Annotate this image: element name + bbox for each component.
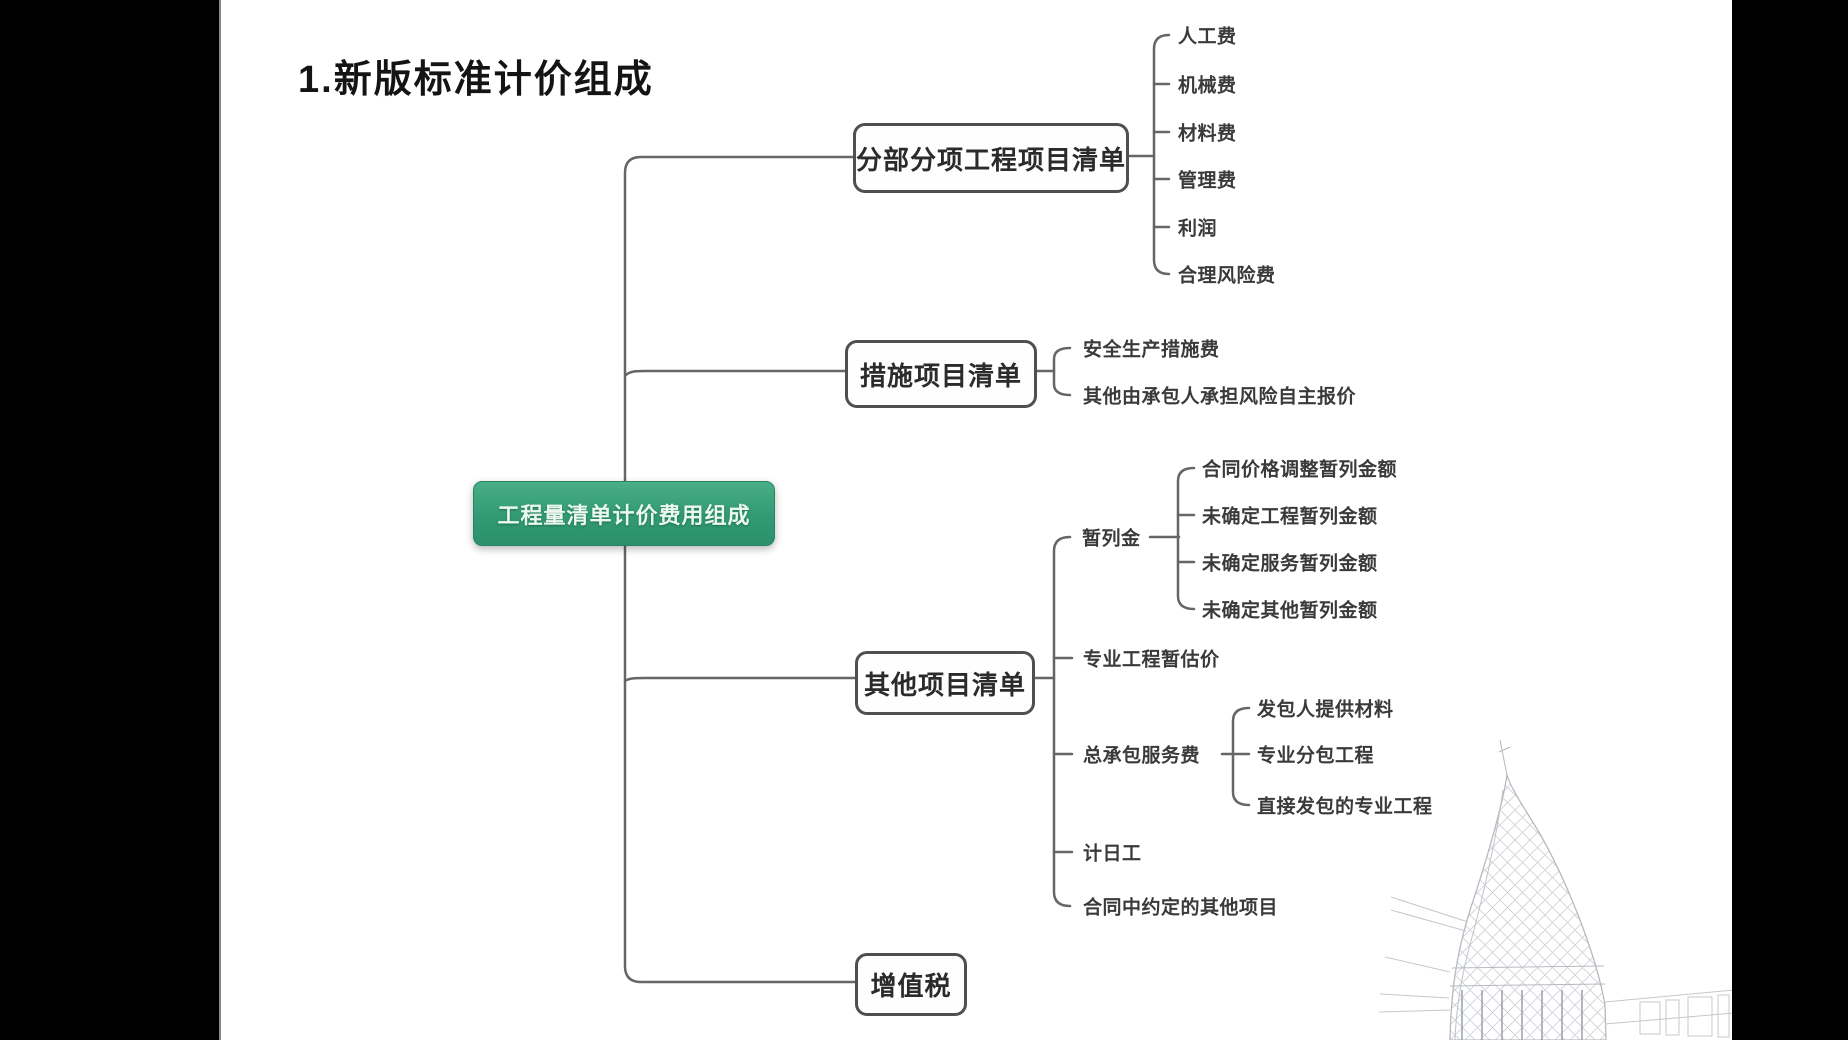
node-provisional-sum: 暂列金: [1082, 528, 1141, 550]
node-other-project-list: 其他项目清单: [855, 651, 1035, 715]
node-profit: 利润: [1178, 218, 1218, 240]
letterbox-right: [1732, 0, 1848, 1040]
node-other-contract-agreed-items: 合同中约定的其他项目: [1083, 897, 1279, 919]
node-safety-production-measure-fee: 安全生产措施费: [1083, 339, 1220, 361]
page-title: 1.新版标准计价组成: [298, 59, 654, 101]
node-employer-provided-materials: 发包人提供材料: [1257, 699, 1394, 721]
node-direct-award-professional-work: 直接发包的专业工程: [1257, 796, 1433, 818]
node-labor-fee: 人工费: [1178, 26, 1237, 48]
node-daywork: 计日工: [1083, 843, 1142, 865]
node-professional-subcontract-work: 专业分包工程: [1257, 745, 1375, 767]
node-subsection-project-list: 分部分项工程项目清单: [853, 123, 1129, 193]
building-sketch: [1378, 739, 1735, 1040]
node-management-fee: 管理费: [1178, 170, 1237, 192]
letterbox-left: [0, 0, 219, 1040]
root-node-bill-pricing-composition: 工程量清单计价费用组成: [473, 481, 775, 546]
node-undetermined-project-sum: 未确定工程暂列金额: [1202, 506, 1378, 528]
node-material-fee: 材料费: [1178, 123, 1237, 145]
node-vat: 增值税: [855, 953, 967, 1016]
node-contract-price-adjustment-sum: 合同价格调整暂列金额: [1202, 459, 1398, 481]
node-professional-provisional-estimate: 专业工程暂估价: [1083, 649, 1220, 671]
node-undetermined-service-sum: 未确定服务暂列金额: [1202, 553, 1378, 575]
node-reasonable-risk-fee: 合理风险费: [1178, 265, 1276, 287]
node-contractor-risk-self-pricing: 其他由承包人承担风险自主报价: [1083, 386, 1357, 408]
node-undetermined-other-sum: 未确定其他暂列金额: [1202, 600, 1378, 622]
node-measure-project-list: 措施项目清单: [845, 340, 1037, 408]
node-machinery-fee: 机械费: [1178, 75, 1237, 97]
node-general-contracting-service-fee: 总承包服务费: [1083, 745, 1201, 767]
